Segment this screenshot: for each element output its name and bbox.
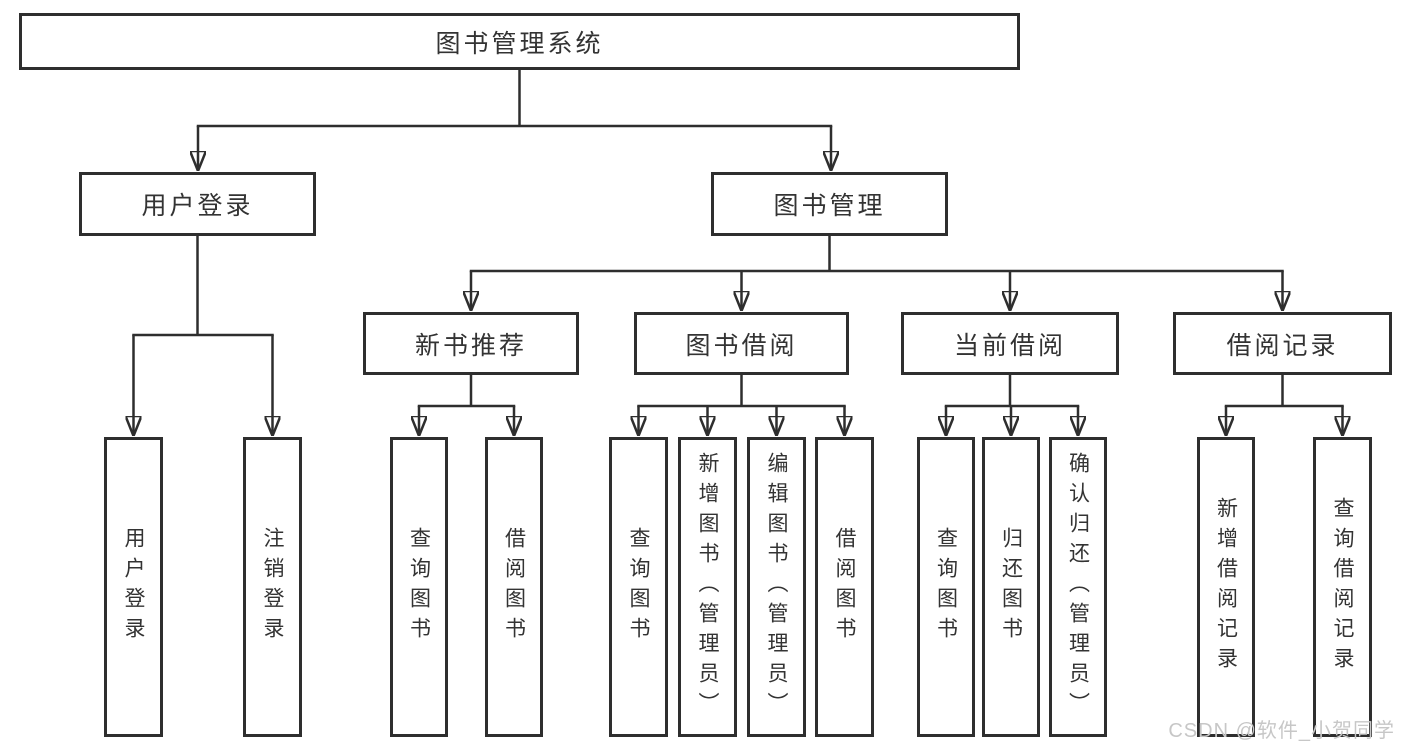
connector-new-book [417, 375, 516, 408]
leaf-logout: 注销登录 [243, 437, 302, 737]
node-label: 确认归还（管理员） [1066, 452, 1090, 722]
node-library-system: 图书管理系统 [19, 13, 1020, 70]
node-label: 图书管理系统 [435, 29, 604, 58]
csdn-watermark: CSDN @软件_小贺同学 [1168, 720, 1395, 742]
node-label: 查询借阅记录 [1331, 497, 1354, 677]
node-borrowing-records: 借阅记录 [1173, 312, 1392, 375]
leaf-query-borrow-record: 查询借阅记录 [1313, 437, 1372, 737]
leaf-query-books-current: 查询图书 [917, 437, 975, 737]
leaf-add-books-admin: 新增图书（管理员） [678, 437, 737, 737]
node-label: 当前借阅 [953, 331, 1066, 360]
node-current-borrowing: 当前借阅 [901, 312, 1119, 375]
node-label: 图书管理 [773, 192, 886, 220]
node-new-book-recommendation: 新书推荐 [363, 312, 579, 375]
node-label: 图书借阅 [685, 331, 798, 360]
leaf-borrow-books: 借阅图书 [815, 437, 874, 737]
node-label: 新增图书（管理员） [696, 452, 719, 722]
leaf-query-books-recommend: 查询图书 [390, 437, 448, 737]
node-label: 新增借阅记录 [1214, 497, 1238, 677]
node-label: 归还图书 [999, 527, 1023, 647]
node-label: 注销登录 [261, 527, 284, 647]
node-label: 借阅图书 [833, 527, 856, 647]
leaf-edit-books-admin: 编辑图书（管理员） [747, 437, 806, 737]
node-label: 借阅记录 [1226, 331, 1339, 360]
node-label: 新书推荐 [414, 331, 527, 360]
connector-book-borrow [637, 375, 846, 408]
node-label: 查询图书 [407, 527, 431, 647]
node-book-management: 图书管理 [711, 172, 948, 236]
leaf-user-login: 用户登录 [104, 437, 163, 737]
node-book-borrowing: 图书借阅 [634, 312, 849, 375]
connector-current-borrow [944, 375, 1080, 408]
node-label: 用户登录 [122, 527, 145, 647]
leaf-query-books-borrow: 查询图书 [609, 437, 668, 737]
connector-root [196, 70, 833, 128]
leaf-confirm-return-admin: 确认归还（管理员） [1049, 437, 1107, 737]
node-label: 查询图书 [627, 527, 650, 647]
node-label: 查询图书 [934, 527, 958, 647]
leaf-borrow-books-recommend: 借阅图书 [485, 437, 543, 737]
node-label: 借阅图书 [502, 527, 526, 647]
leaf-return-books: 归还图书 [982, 437, 1040, 737]
connector-borrow-records [1224, 375, 1344, 408]
connector-book-management [469, 236, 1284, 273]
node-user-login: 用户登录 [79, 172, 316, 236]
node-label: 编辑图书（管理员） [765, 452, 788, 722]
leaf-add-borrow-record: 新增借阅记录 [1197, 437, 1255, 737]
node-label: 用户登录 [141, 192, 254, 220]
connector-user-login [132, 236, 274, 337]
